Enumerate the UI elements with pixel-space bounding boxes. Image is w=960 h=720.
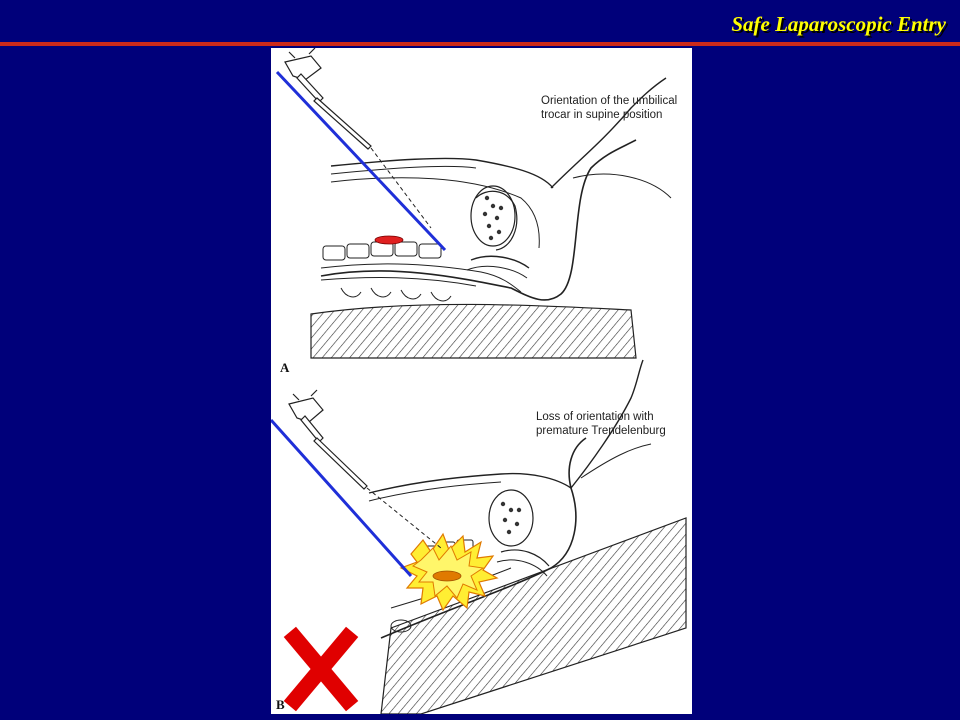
vessel-injury-b: [432, 570, 462, 582]
red-x-icon: [283, 626, 359, 712]
caption-a-line1: Orientation of the umbilical: [541, 95, 678, 107]
panel-letter-a: A: [280, 360, 290, 375]
caption-a-line2: trocar in supine position: [541, 109, 663, 121]
trocar-a: [284, 48, 372, 150]
caption-panel-b: Loss of orientation with premature Trend…: [536, 410, 666, 438]
panel-b-drawing: [271, 359, 687, 714]
trajectory-line-b: [271, 418, 413, 578]
trajectory-line-a: [275, 70, 447, 252]
vessel-highlight-a: [374, 235, 404, 245]
slide-title: Safe Laparoscopic Entry: [731, 12, 946, 36]
illustration: [271, 48, 687, 714]
operating-table-a: [310, 303, 637, 359]
caption-panel-a: Orientation of the umbilical trocar in s…: [541, 94, 677, 122]
trocar-b: [288, 389, 368, 490]
operating-table-b: [380, 517, 687, 714]
figure-panel: Orientation of the umbilical trocar in s…: [271, 48, 692, 714]
panel-letter-b: B: [276, 697, 285, 712]
panel-a-drawing: [275, 48, 672, 359]
caption-b-line2: premature Trendelenburg: [536, 425, 666, 437]
title-rule: [0, 42, 960, 46]
caption-b-line1: Loss of orientation with: [536, 411, 654, 423]
